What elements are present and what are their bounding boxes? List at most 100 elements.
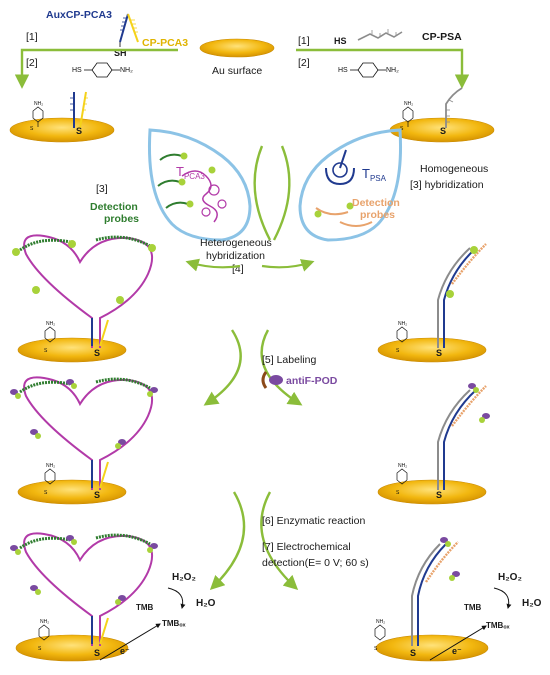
droplet-psa — [298, 128, 402, 242]
step-2-left: [2] — [26, 57, 38, 69]
svg-text:NH₂: NH₂ — [40, 619, 49, 625]
arrow-step5-right — [260, 329, 303, 406]
detection-probes-left-2: probes — [104, 213, 139, 225]
electron-left: e⁻ — [120, 646, 130, 656]
electron-right: e⁻ — [452, 646, 462, 656]
au-surface-label: Au surface — [212, 65, 262, 77]
svg-text:S: S — [374, 646, 378, 652]
h2o2-left: H₂O₂ — [172, 572, 196, 583]
svg-text:S: S — [400, 126, 404, 132]
step-3-right: [3] hybridization — [410, 179, 484, 191]
svg-text:S: S — [94, 490, 100, 500]
svg-text:S: S — [410, 648, 416, 658]
step-5: [5] Labeling — [262, 354, 316, 366]
svg-text:S: S — [94, 348, 100, 358]
arrow-top-left — [14, 48, 178, 89]
svg-text:S: S — [396, 490, 400, 496]
svg-text:HS: HS — [338, 67, 348, 74]
tmb-ox-right: TMBₒₓ — [486, 621, 510, 630]
electrode-pca3-labeled: NH₂ S S — [10, 376, 158, 505]
benzene-icon: NH₂ S — [396, 321, 408, 354]
h2o-right: H₂O — [522, 598, 542, 609]
arrow-step67-right — [260, 491, 299, 590]
aminothiophenol-left: HS NH₂ — [72, 62, 133, 78]
homogeneous-label: Homogeneous — [420, 163, 488, 175]
psa-capture-probe — [357, 29, 403, 41]
benzene-icon: NH₂ S — [38, 619, 50, 652]
droplet-pca3 — [148, 128, 252, 242]
svg-text:S: S — [44, 348, 48, 354]
antif-pod-label: antiF-POD — [286, 375, 338, 387]
svg-text:S: S — [94, 648, 100, 658]
step-3-left: [3] — [96, 183, 108, 195]
sh-label: SH — [114, 48, 127, 58]
arrow-cross-left — [253, 145, 272, 241]
arrow-step67-left — [209, 491, 246, 590]
antibody-icon — [261, 371, 283, 389]
electrode-pca3-hybridized: NH₂ S S — [12, 234, 156, 363]
electrode-pca3-step2: NH₂ S S — [9, 91, 115, 143]
svg-text:S: S — [440, 126, 446, 136]
detection-probes-right-1: Detection — [352, 197, 400, 209]
aux-cp-pca3-label: AuxCP-PCA3 — [46, 9, 112, 21]
h2o2-right: H₂O₂ — [498, 572, 522, 583]
svg-text:NH₂: NH₂ — [46, 321, 55, 327]
top-section: Au surface AuxCP-PCA3 CP-PCA3 SH [1] [2]… — [14, 9, 470, 89]
cp-pca3-label: CP-PCA3 — [142, 37, 188, 49]
svg-text:S: S — [396, 348, 400, 354]
detection-probes-left-1: Detection — [90, 201, 138, 213]
tmb-right: TMB — [464, 603, 482, 612]
arrow-cross-right — [272, 145, 291, 241]
arrow-step5-left — [203, 329, 242, 406]
svg-text:S: S — [436, 490, 442, 500]
arrow-step4-left — [185, 258, 241, 272]
svg-text:NH₂: NH₂ — [398, 321, 407, 327]
benzene-icon: NH₂ S — [44, 463, 56, 496]
svg-text:NH₂: NH₂ — [404, 101, 413, 107]
t-pca3-label: TPCA3 — [176, 164, 205, 181]
electrode-psa-step2: NH₂ S S — [389, 87, 495, 143]
electrode-psa-hybridized: NH₂ S S — [377, 243, 487, 363]
svg-text:S: S — [30, 126, 34, 132]
au-surface-center — [199, 38, 275, 58]
electrode-psa-detection: NH₂ S S — [374, 537, 512, 662]
detection-probes-right-2: probes — [360, 209, 395, 221]
cp-psa-label: CP-PSA — [422, 31, 462, 43]
svg-text:NH₂: NH₂ — [120, 67, 133, 74]
benzene-icon: NH₂ S — [44, 321, 56, 354]
step-7-line2: detection(E= 0 V; 60 s) — [262, 557, 369, 569]
svg-text:S: S — [44, 490, 48, 496]
svg-text:NH₂: NH₂ — [376, 619, 385, 625]
step-1-left: [1] — [26, 31, 38, 43]
svg-text:S: S — [436, 348, 442, 358]
step-6: [6] Enzymatic reaction — [262, 515, 365, 527]
svg-text:NH₂: NH₂ — [34, 101, 43, 107]
tmb-ox-left: TMBₒₓ — [162, 619, 186, 628]
arrow-step4-right — [261, 259, 315, 272]
h2o-left: H₂O — [196, 598, 216, 609]
aminothiophenol-right: HS NH₂ — [338, 62, 399, 78]
svg-text:NH₂: NH₂ — [386, 67, 399, 74]
step-7-line1: [7] Electrochemical — [262, 541, 351, 553]
hs-psa-label: HS — [334, 36, 347, 46]
heterogeneous-label: Heterogeneous — [200, 237, 272, 249]
step-4: [4] — [232, 263, 244, 275]
benzene-icon: NH₂ S — [30, 101, 44, 132]
step-2-right: [2] — [298, 57, 310, 69]
pca3-capture-probes — [119, 13, 139, 47]
benzene-icon: NH₂ S — [374, 619, 386, 652]
svg-text:S: S — [38, 646, 42, 652]
tmb-left: TMB — [136, 603, 154, 612]
t-psa-label: TPSA — [362, 166, 387, 183]
electrode-psa-labeled: NH₂ S S — [377, 383, 490, 505]
arrow-top-right — [296, 48, 470, 89]
hybridization-label: hybridization — [206, 250, 265, 262]
electrode-pca3-detection: NH₂ S S — [10, 532, 186, 662]
svg-text:S: S — [76, 126, 82, 136]
svg-text:HS: HS — [72, 67, 82, 74]
benzene-icon: NH₂ S — [400, 101, 414, 132]
svg-text:NH₂: NH₂ — [46, 463, 55, 469]
step-1-right: [1] — [298, 35, 310, 47]
benzene-icon: NH₂ S — [396, 463, 408, 496]
